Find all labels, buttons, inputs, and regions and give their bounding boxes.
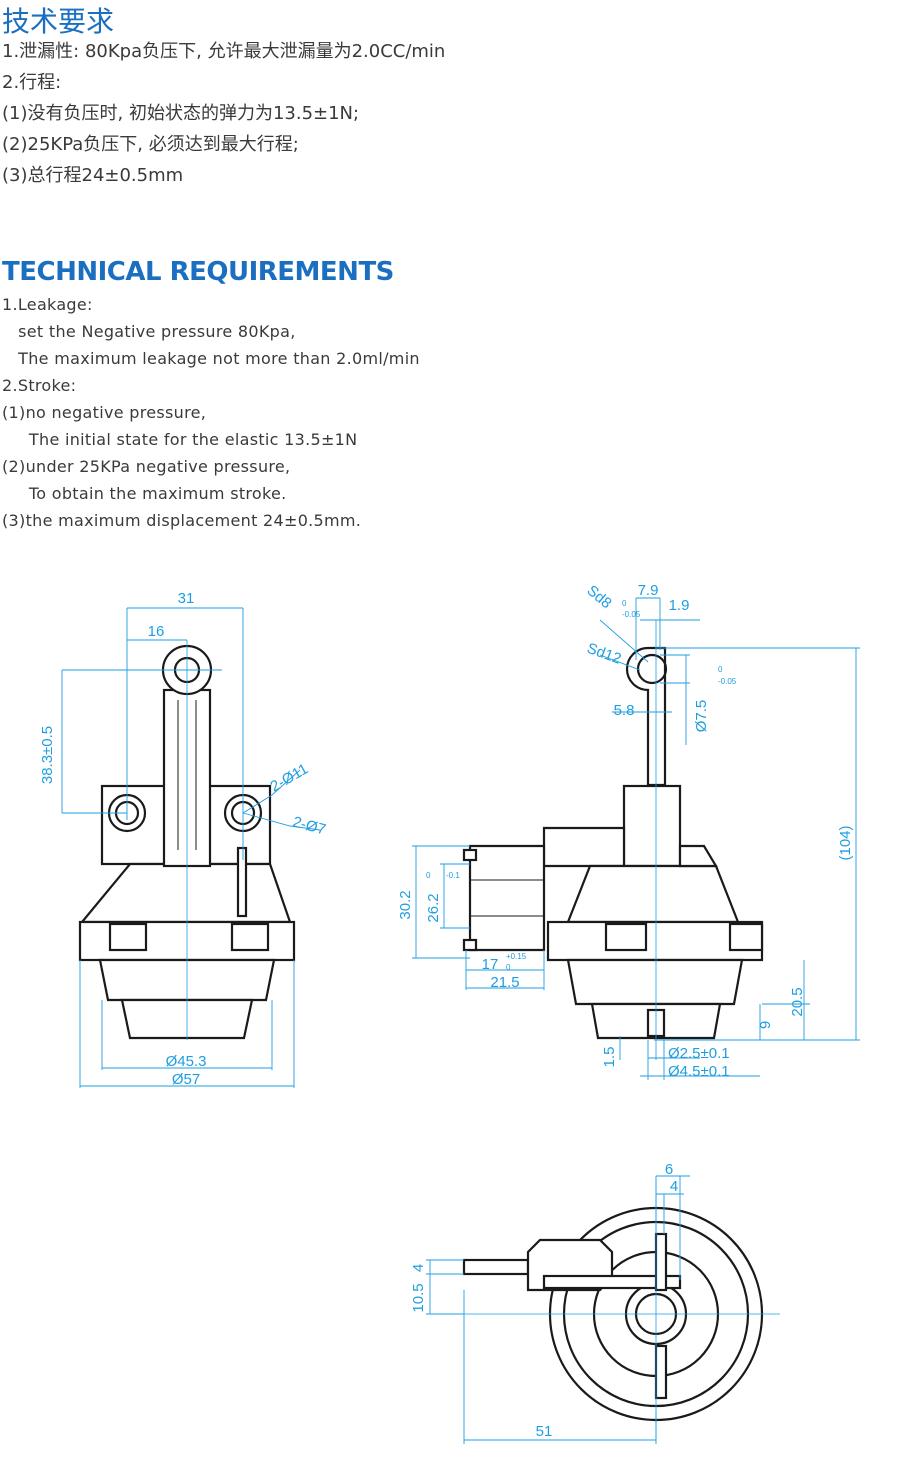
en-line: To obtain the maximum stroke.	[2, 484, 287, 503]
dim-104: (104)	[837, 825, 854, 860]
dim-31: 31	[178, 590, 195, 607]
dim-21-5: 21.5	[490, 974, 519, 991]
cn-line: 1.泄漏性: 80Kpa负压下, 允许最大泄漏量为2.0CC/min	[2, 41, 446, 62]
dim-1-5: 1.5	[601, 1047, 618, 1068]
tol-17-lower: 0	[506, 963, 511, 972]
dim-2-d7: 2-Ø7	[291, 813, 328, 838]
en-line: (1)no negative pressure,	[2, 403, 207, 422]
tol-26-2-lower: -0.1	[446, 871, 460, 880]
dim-9: 9	[757, 1021, 774, 1029]
dim-1-9: 1.9	[669, 597, 690, 614]
dim-38-3: 38.3±0.5	[39, 726, 56, 784]
cn-line: 2.行程:	[2, 72, 62, 93]
tolerance-labels: 0 -0.05 0 -0.05 0 -0.1 +0.15 0	[426, 599, 737, 972]
dim-6: 6	[665, 1161, 673, 1178]
tol-17-upper: +0.15	[506, 952, 527, 961]
tol-d7-5-lower: -0.05	[718, 677, 737, 686]
en-title: TECHNICAL REQUIREMENTS	[2, 257, 394, 287]
dim-d45-3: Ø45.3	[166, 1053, 207, 1070]
dim-4-top: 4	[670, 1178, 678, 1195]
dim-51: 51	[536, 1423, 553, 1440]
dim-20-5: 20.5	[789, 987, 806, 1016]
en-line: (2)under 25KPa negative pressure,	[2, 457, 291, 476]
tol-sd8-upper: 0	[622, 599, 627, 608]
dim-d4-5: Ø4.5±0.1	[668, 1063, 730, 1080]
dim-7-9: 7.9	[638, 582, 659, 599]
cn-line: (2)25KPa负压下, 必须达到最大行程;	[2, 134, 299, 155]
cn-title: 技术要求	[2, 5, 115, 38]
en-line: (3)the maximum displacement 24±0.5mm.	[2, 511, 362, 530]
dim-26-2: 26.2	[425, 893, 442, 922]
tol-d7-5-upper: 0	[718, 665, 723, 674]
en-line: 2.Stroke:	[2, 376, 77, 395]
dim-d57: Ø57	[172, 1071, 200, 1088]
dim-17: 17	[482, 956, 499, 973]
dim-2-d11: 2-Ø11	[268, 760, 312, 795]
en-line: The maximum leakage not more than 2.0ml/…	[2, 349, 420, 368]
tol-sd8-lower: -0.05	[622, 610, 641, 619]
dim-sd8: Sd8	[583, 582, 614, 612]
front-view-drawing: 31 16 38.3±0.5 2-Ø11 2-Ø7 Ø45.3 Ø57	[39, 590, 328, 1088]
en-line: set the Negative pressure 80Kpa,	[2, 322, 296, 341]
dim-10-5: 10.5	[410, 1283, 427, 1312]
en-line: The initial state for the elastic 13.5±1…	[2, 430, 358, 449]
dim-d7-5: Ø7.5	[693, 700, 710, 733]
side-view-drawing: 7.9 1.9 Sd8 Sd12 5.8 Ø7.5 (104) 30.2 26.…	[397, 582, 860, 1080]
tol-26-2-upper: 0	[426, 871, 431, 880]
cn-line: (1)没有负压时, 初始状态的弹力为13.5±1N;	[2, 103, 360, 124]
en-line: 1.Leakage:	[2, 295, 93, 314]
top-view-drawing: 6 4 10.5 4 51	[410, 1161, 780, 1444]
dim-5-8: 5.8	[614, 702, 635, 719]
dim-30-2: 30.2	[397, 890, 414, 919]
dim-sd12: Sd12	[585, 640, 624, 668]
dim-4-side: 4	[410, 1264, 427, 1272]
cn-line: (3)总行程24±0.5mm	[2, 165, 184, 186]
dim-d2-5: Ø2.5±0.1	[668, 1045, 730, 1062]
dim-16: 16	[148, 623, 165, 640]
